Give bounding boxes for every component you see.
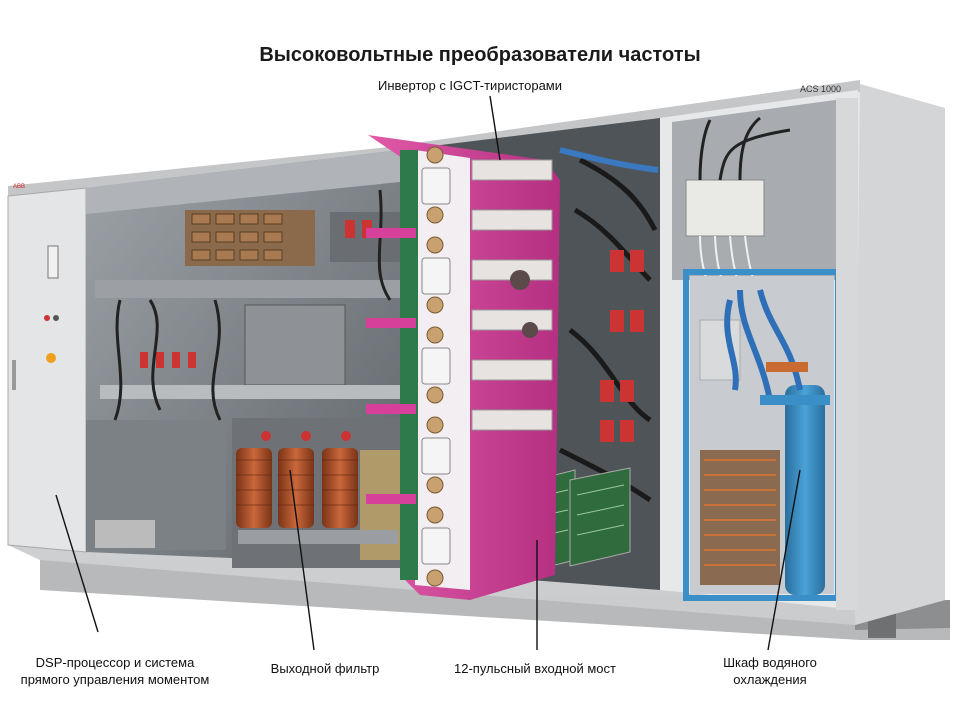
label-dsp: DSP-процессор и система прямого управлен…: [0, 654, 230, 688]
cabinet-left-door: [7, 187, 87, 553]
label-dsp-line1: DSP-процессор и система: [35, 655, 195, 670]
label-cooling-line2: охлаждения: [733, 672, 807, 687]
label-filter: Выходной фильтр: [270, 661, 380, 676]
label-inverter: Инвертор с IGCT-тиристорами: [377, 78, 563, 93]
label-bridge: 12-пульсный входной мост: [454, 661, 616, 676]
label-cooling: Шкаф водяного охлаждения: [700, 654, 840, 688]
model-plate: ACS 1000: [800, 84, 841, 94]
label-cooling-line1: Шкаф водяного: [723, 655, 817, 670]
igct-inverter: [366, 135, 560, 600]
callout-cooling: [767, 469, 801, 651]
callout-lines: [55, 95, 801, 651]
callout-filter: [289, 469, 315, 651]
output-filter: [232, 418, 402, 568]
cooling-cabinet: [660, 90, 858, 610]
callout-inverter: [489, 95, 501, 161]
label-dsp-line2: прямого управления моментом: [20, 672, 210, 687]
page-title: Высоковольтные преобразователи частоты: [259, 44, 701, 66]
callout-dsp: [55, 494, 99, 633]
brand-logo: ABB: [13, 184, 25, 190]
